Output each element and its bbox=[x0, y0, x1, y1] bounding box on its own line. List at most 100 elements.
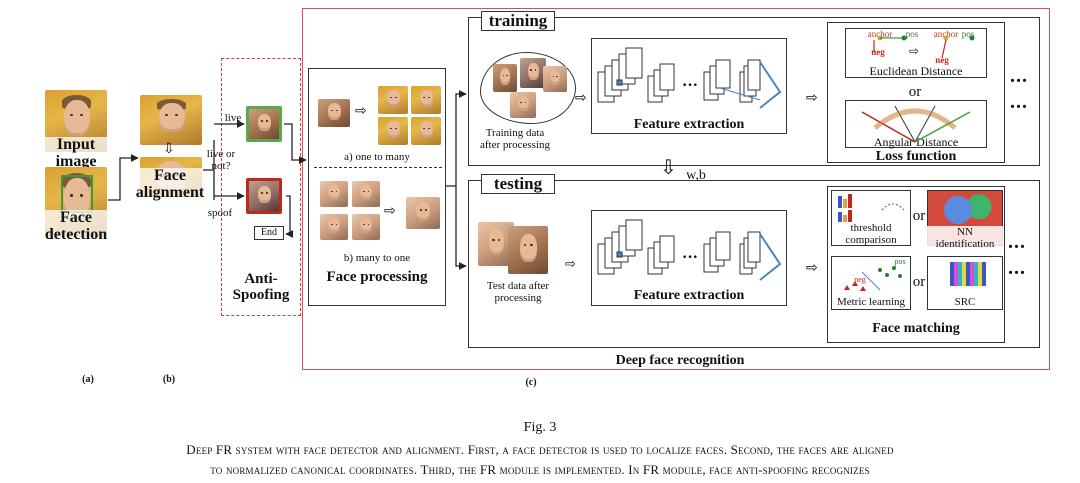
training-feature-label: Feature extraction bbox=[633, 117, 745, 132]
euclidean-box bbox=[845, 28, 987, 78]
training-data-arrow-icon: ⇨ bbox=[575, 90, 587, 106]
arrow-live-to-processing bbox=[284, 123, 307, 164]
anti-spoofing-title: Anti-Spoofing bbox=[232, 271, 290, 303]
train-face-2 bbox=[520, 58, 546, 88]
test-data-label: Test data after processing bbox=[486, 280, 550, 305]
fp-many-face-3 bbox=[320, 214, 348, 240]
loss-function-title: Loss function bbox=[875, 149, 957, 164]
testing-title-tab: testing bbox=[481, 174, 555, 194]
pos-label-2: pos bbox=[961, 29, 975, 39]
fp-many-face-1 bbox=[320, 181, 348, 207]
fp-aug-face-3 bbox=[378, 117, 408, 145]
angular-arc bbox=[873, 108, 957, 130]
end-box: End bbox=[254, 226, 284, 240]
threshold-bar-2 bbox=[843, 199, 847, 208]
ellipsis-testing-1: ... bbox=[1008, 231, 1026, 253]
face-processing-title: Face processing bbox=[326, 269, 428, 285]
threshold-bar-4 bbox=[838, 212, 842, 222]
train-face-1 bbox=[493, 64, 517, 92]
threshold-bar-1 bbox=[838, 196, 842, 208]
neg-label-1: neg bbox=[871, 47, 885, 57]
test-face-2 bbox=[508, 226, 548, 274]
panel-a-tag: (a) bbox=[82, 374, 94, 385]
training-data-label: Training data after processing bbox=[480, 127, 550, 152]
ellipsis-training-2: ... bbox=[1010, 91, 1028, 113]
train-face-3 bbox=[543, 66, 567, 92]
panel-c-tag: (c) bbox=[525, 377, 537, 388]
testing-feature-maps bbox=[597, 219, 761, 275]
live-face-photo bbox=[246, 106, 282, 142]
arrow-spoof-to-end bbox=[285, 195, 294, 238]
wb-label: w,b bbox=[686, 168, 706, 183]
training-loss-arrow-icon: ⇨ bbox=[806, 90, 818, 106]
threshold-bar-5 bbox=[843, 215, 847, 222]
ellipsis-testing-2: ... bbox=[1008, 257, 1026, 279]
train-face-4 bbox=[510, 92, 536, 118]
fp-many-face-2 bbox=[352, 181, 380, 207]
or-label-1: or bbox=[908, 84, 922, 100]
fp-many-face-4 bbox=[352, 214, 380, 240]
training-title-tab: training bbox=[481, 11, 555, 31]
input-image-label: Input image bbox=[40, 136, 112, 171]
fp-frontal-face bbox=[406, 197, 440, 229]
panel-b-tag: (b) bbox=[162, 374, 176, 385]
figure-number: Fig. 3 bbox=[523, 420, 557, 435]
end-label: End bbox=[260, 227, 278, 238]
testing-fc-lines bbox=[759, 233, 782, 281]
testing-feature-label: Feature extraction bbox=[633, 288, 745, 303]
src-matrix bbox=[950, 262, 986, 286]
anchor-label-1: anchor bbox=[867, 29, 893, 39]
threshold-label: threshold comparison bbox=[845, 222, 897, 247]
ellipsis-training-1: ... bbox=[1010, 65, 1028, 87]
testing-match-arrow-icon: ⇨ bbox=[806, 260, 818, 276]
testing-title: testing bbox=[493, 174, 543, 193]
training-feature-maps bbox=[597, 47, 761, 103]
training-fc-lines bbox=[759, 61, 782, 109]
threshold-bar-6 bbox=[848, 210, 852, 222]
system-title: Deep face recognition bbox=[615, 353, 745, 368]
training-fc-link bbox=[719, 87, 761, 101]
face-matching-title: Face matching bbox=[872, 321, 960, 336]
caption-line-1: Deep FR system with face detector and al… bbox=[186, 442, 894, 457]
euclidean-pos-dot bbox=[901, 35, 907, 41]
fp-aug-face-2 bbox=[411, 86, 441, 114]
anchor-label-2: anchor bbox=[933, 29, 959, 39]
euclidean-neg-link-2 bbox=[941, 39, 947, 59]
threshold-arc bbox=[881, 203, 905, 211]
fp-arrow-1: ⇨ bbox=[355, 104, 367, 119]
metric-scatter bbox=[844, 266, 902, 291]
training-title: training bbox=[488, 11, 548, 30]
spoof-face-photo bbox=[246, 178, 282, 214]
angular-ray-1 bbox=[861, 111, 916, 143]
fp-aug-face-4 bbox=[411, 117, 441, 145]
testing-fm-dots: ··· bbox=[682, 249, 698, 266]
metric-pos-label: pos bbox=[894, 257, 906, 266]
euclidean-anchor-dot-2 bbox=[943, 35, 949, 41]
spoof-label: spoof bbox=[207, 207, 233, 219]
anti-spoofing-frame bbox=[221, 58, 301, 316]
arrow-a-to-b bbox=[108, 154, 139, 201]
nn-label: NN identification bbox=[927, 226, 1003, 251]
alignment-down-arrow: ⇩ bbox=[163, 142, 175, 157]
training-fm-dots: ··· bbox=[682, 77, 698, 94]
euclidean-label: Euclidean Distance bbox=[869, 64, 963, 78]
metric-neg-label: neg bbox=[854, 275, 866, 284]
or-label-metric: or bbox=[912, 274, 926, 290]
pos-label-1: pos bbox=[905, 29, 919, 39]
alignment-photo-top bbox=[140, 95, 202, 145]
src-label: SRC bbox=[954, 296, 976, 308]
arrow-to-training bbox=[446, 90, 467, 187]
fp-src-face-1 bbox=[318, 99, 350, 127]
wb-down-arrow-icon: ⇩ bbox=[660, 157, 677, 179]
euclidean-arrow-icon: ⇨ bbox=[909, 44, 920, 58]
fp-aug-face-1 bbox=[378, 86, 408, 114]
caption-line-2: to normalized canonical coordinates. Thi… bbox=[210, 462, 870, 477]
face-alignment-label: Face alignment bbox=[128, 167, 212, 202]
metric-learning-box bbox=[831, 256, 911, 310]
metric-label: Metric learning bbox=[836, 296, 906, 308]
neg-label-2: neg bbox=[935, 55, 949, 65]
euclidean-pos-dot-2 bbox=[969, 35, 975, 41]
threshold-bar-3 bbox=[848, 194, 852, 208]
face-detection-label: Face detection bbox=[40, 209, 112, 244]
